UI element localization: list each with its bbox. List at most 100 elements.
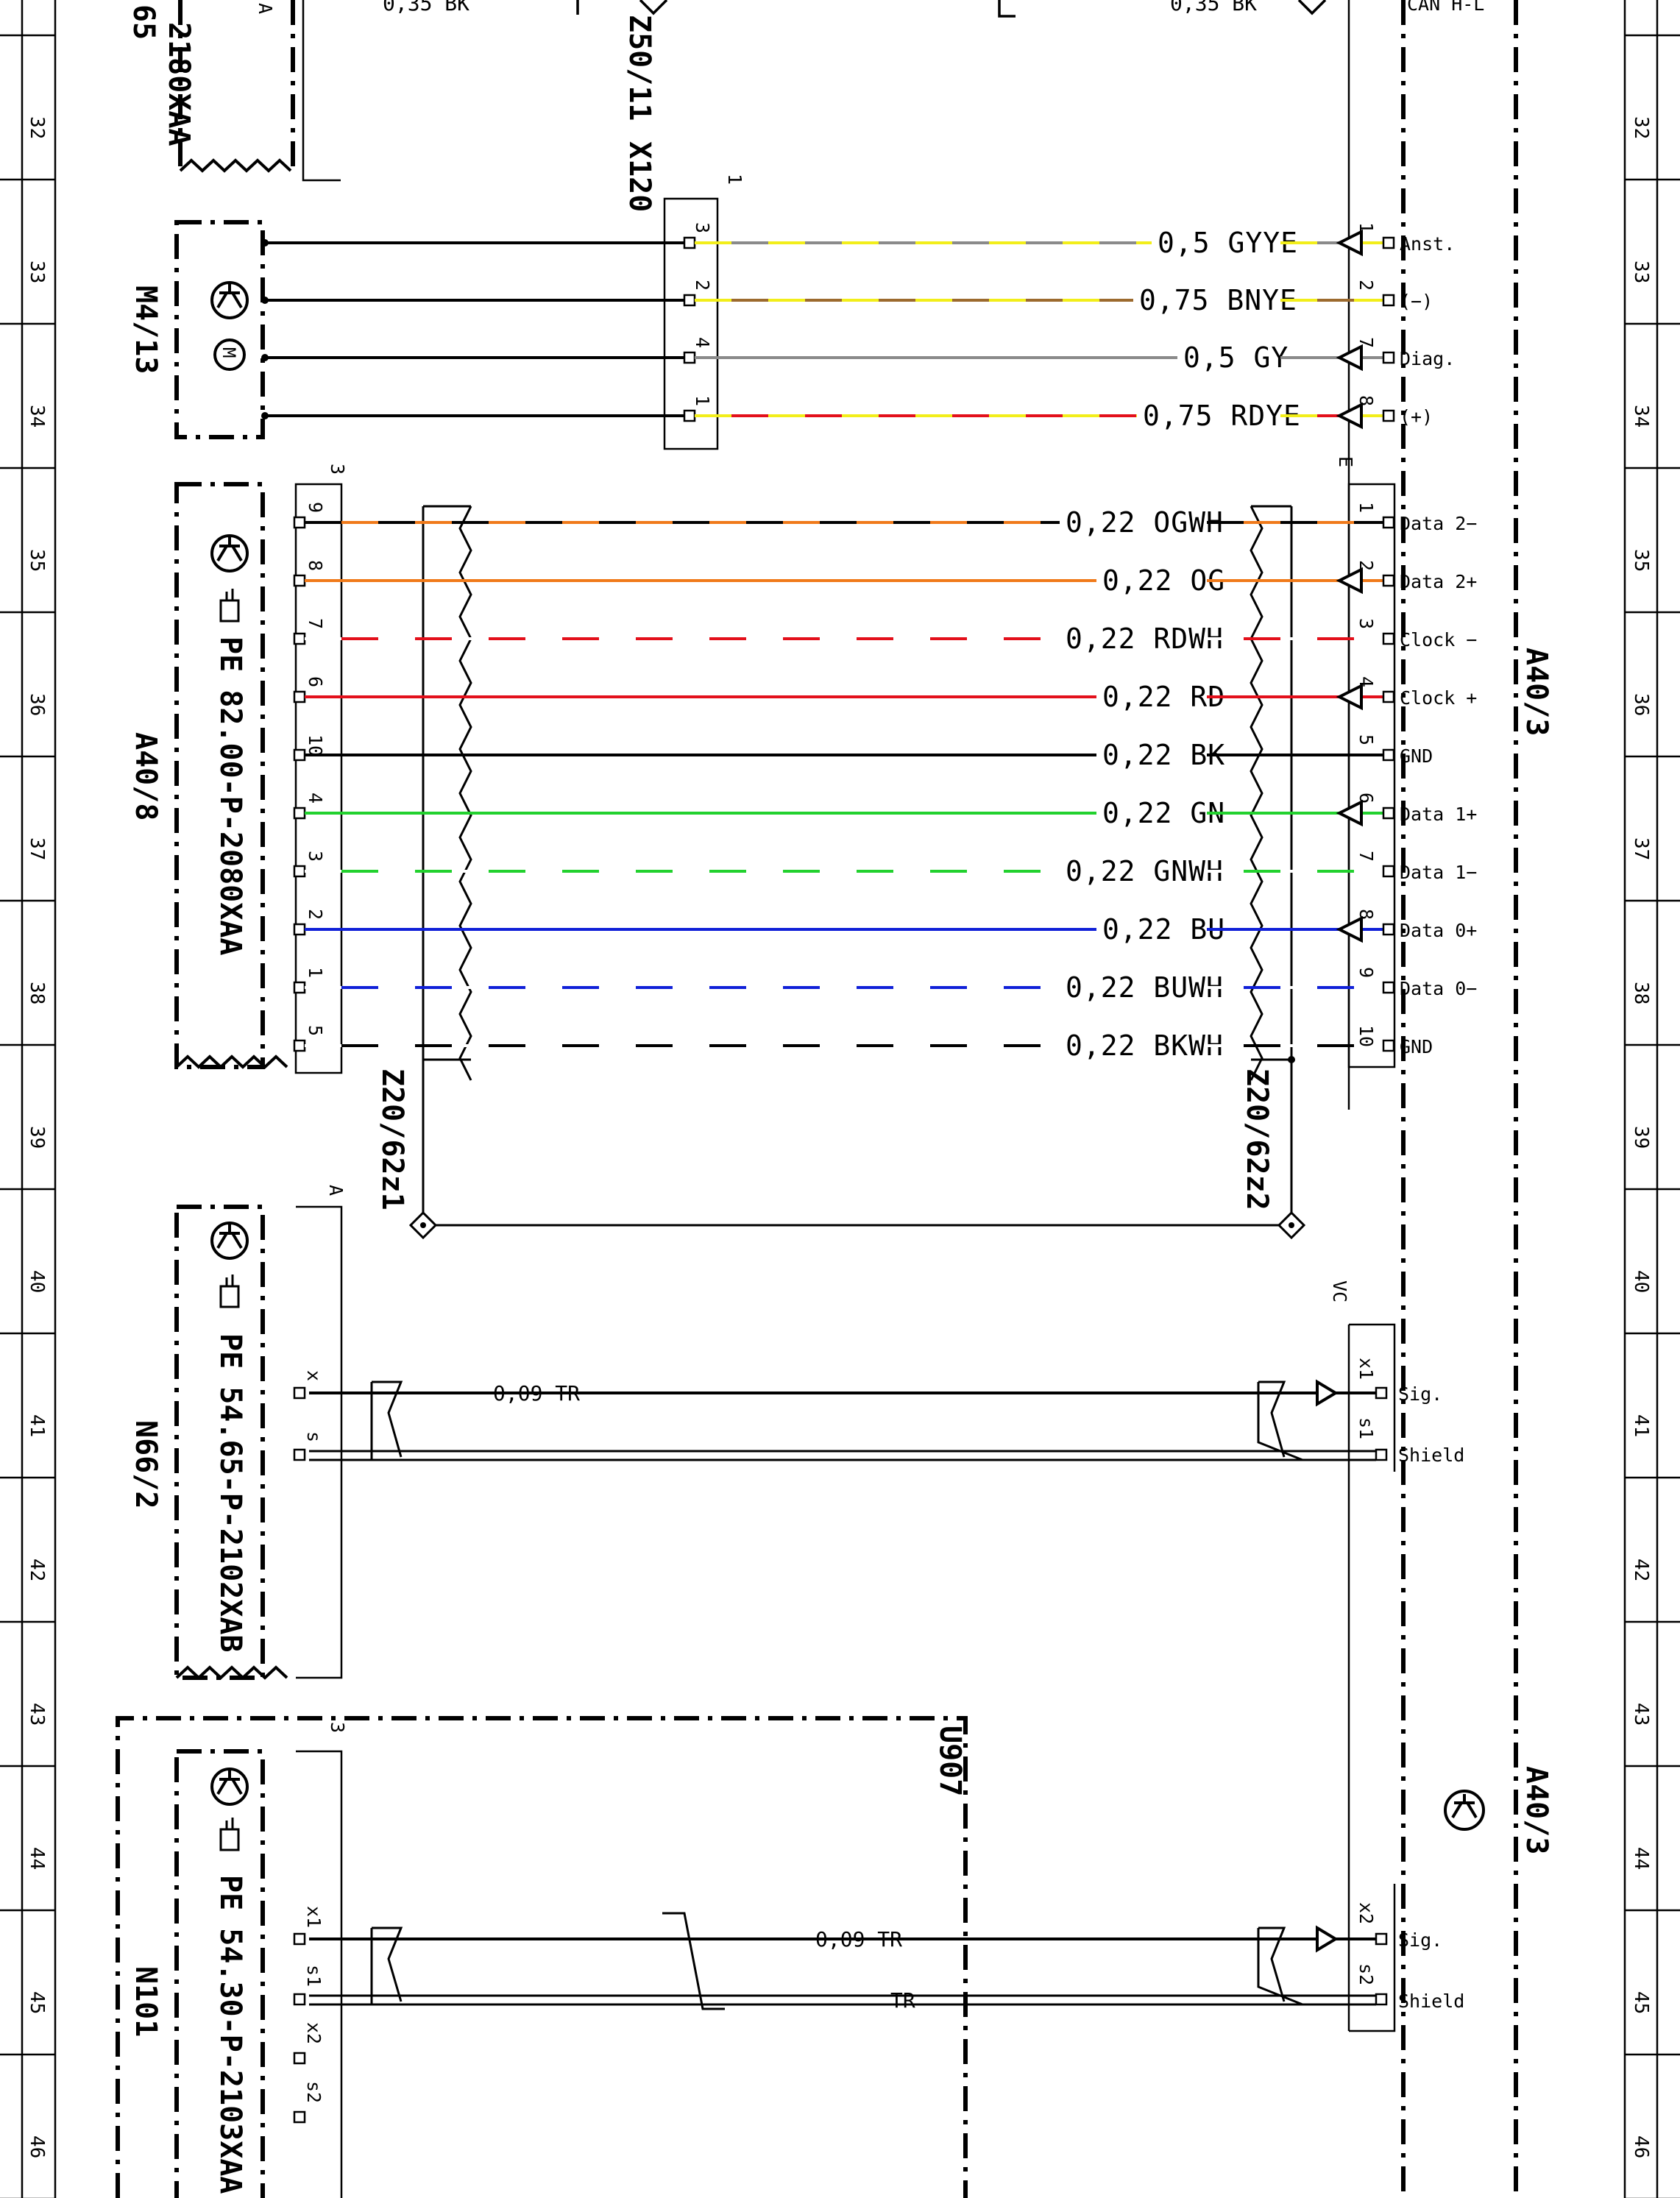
n101-wire-label-2: TR — [890, 1988, 915, 2013]
top-fragment-wire-right: 0,35 BK — [1170, 0, 1257, 15]
pin-terminal — [293, 632, 306, 645]
n66-2-right-connector: VC — [1329, 1280, 1350, 1302]
row-ticks — [0, 34, 1680, 2198]
transistor-icon — [210, 1768, 249, 1806]
a40-8-connector-index: 3 — [327, 464, 348, 475]
wire-label: 0,22 OGWH — [1066, 506, 1224, 539]
wire-arrow — [1336, 344, 1363, 372]
row-number-left: 44 — [26, 1847, 48, 1870]
n66-2-name: N66/2 — [129, 1420, 163, 1509]
n101-pin-s1: s1 — [303, 1965, 325, 1987]
pin-terminal — [683, 236, 696, 249]
pin-number-left: 9 — [305, 502, 326, 513]
n101-pin-x2: x2 — [303, 2022, 325, 2044]
wire-label: 0,5 GY — [1183, 341, 1289, 374]
n66-2-doc-ref: PE 54.65-P-2102XAB — [213, 1333, 247, 1652]
signal-name: Anst. — [1400, 233, 1455, 255]
n66-2-signal-sig: Sig. — [1398, 1383, 1442, 1405]
pin-number-left: 2 — [305, 909, 326, 920]
m4-13-name: M4/13 — [129, 286, 163, 374]
top-fragment-signal: CAN H-L — [1407, 0, 1484, 15]
top-fragment-letter: A — [255, 3, 276, 14]
motor-icon: M — [213, 338, 246, 371]
n101-pin-x1: x1 — [303, 1906, 325, 1928]
u907-label: U907 — [933, 1726, 967, 1796]
wire-arrow — [1336, 915, 1363, 943]
row-number-right: 43 — [1630, 1703, 1652, 1726]
wire-label: 0,22 BKWH — [1066, 1029, 1224, 1062]
pin-terminal — [1382, 690, 1395, 703]
row-number-left: 37 — [26, 837, 48, 860]
row-number-right: 40 — [1630, 1270, 1652, 1293]
pin-number-left: 3 — [692, 222, 713, 233]
row-number-right: 41 — [1630, 1414, 1652, 1437]
row-number-left: 32 — [26, 116, 48, 139]
n66-2-wire-label: 0,09 TR — [493, 1381, 580, 1405]
pin-terminal — [293, 1039, 306, 1052]
pin-number-left: 3 — [305, 851, 326, 862]
pin-terminal — [1382, 409, 1395, 422]
wire-label: 0,22 BK — [1102, 739, 1225, 771]
pin-terminal — [683, 409, 696, 422]
hand-pointer-icon — [219, 589, 240, 623]
wire-junction — [261, 297, 269, 304]
wire-label: 0,22 GNWH — [1066, 855, 1224, 887]
row-number-right: 35 — [1630, 549, 1652, 572]
pin-number-right: 4 — [1355, 676, 1377, 687]
row-number-left: 45 — [26, 1991, 48, 2014]
pin-terminal — [293, 923, 306, 936]
signal-name: Diag. — [1400, 348, 1455, 369]
a40-3-name-2: A40/3 — [1520, 1766, 1553, 1854]
n101-name: N101 — [129, 1966, 163, 2037]
pin-terminal — [683, 294, 696, 307]
n101-doc-ref: PE 54.30-P-2103XAA — [213, 1875, 247, 2194]
pin-terminal — [1382, 806, 1395, 820]
a40-3-section: A40/3 A40/3 — [1401, 0, 1553, 2198]
a40-8-doc-ref: PE 82.00-P-2080XAA — [213, 637, 247, 955]
pin-terminal — [1382, 516, 1395, 529]
n101-right-pin-s2: s2 — [1355, 1963, 1377, 1985]
wire-label: 0,22 BU — [1102, 913, 1225, 946]
pin-terminal — [293, 806, 306, 820]
top-fragment-prefix: 65 — [127, 4, 160, 40]
row-number-right: 45 — [1630, 1991, 1652, 2014]
wire-label: 0,5 GYYE — [1158, 227, 1298, 259]
transistor-icon — [210, 1222, 249, 1260]
row-number-right: 39 — [1630, 1126, 1652, 1149]
z20-62z2-label: Z20/62z2 — [1240, 1068, 1274, 1210]
wire-label: 0,22 BUWH — [1066, 971, 1224, 1004]
pin-number-right: 10 — [1355, 1025, 1377, 1047]
pin-terminal — [293, 865, 306, 878]
pin-number-left: 5 — [305, 1025, 326, 1036]
row-number-left: 36 — [26, 693, 48, 716]
wire-arrow — [1336, 402, 1363, 430]
pin-number-right: 1 — [1355, 502, 1377, 513]
pin-number-right: 1 — [1355, 222, 1377, 233]
n66-2-signal-shield: Shield — [1398, 1444, 1464, 1466]
row-number-right: 34 — [1630, 405, 1652, 428]
row-number-left: 43 — [26, 1703, 48, 1726]
row-number-left: 41 — [26, 1414, 48, 1437]
pin-number-left: 2 — [692, 280, 713, 291]
wire-junction — [261, 239, 269, 247]
row-number-right: 38 — [1630, 982, 1652, 1004]
n101-section: U907 N101 PE 54.30-P-2103XAA 3 0,09 TR T… — [116, 1716, 1464, 2198]
pin-number-right: 8 — [1355, 909, 1377, 920]
n66-2-pin-x: x — [303, 1370, 325, 1381]
row-number-left: 46 — [26, 2135, 48, 2158]
row-number-right: 44 — [1630, 1847, 1652, 1870]
row-number-right: 32 — [1630, 116, 1652, 139]
n101-wire-label: 0,09 TR — [815, 1927, 902, 1951]
pin-number-left: 4 — [305, 793, 326, 804]
pin-terminal — [1382, 748, 1395, 762]
signal-name: Data 2− — [1400, 513, 1477, 534]
wire-label: 0,75 RDYE — [1143, 400, 1301, 432]
row-number-left: 42 — [26, 1559, 48, 1581]
transistor-icon — [210, 534, 249, 572]
pin-terminal — [1382, 923, 1395, 936]
z50-11-label: Z50/11 — [623, 15, 656, 121]
n101-pin-s2: s2 — [303, 2081, 325, 2103]
